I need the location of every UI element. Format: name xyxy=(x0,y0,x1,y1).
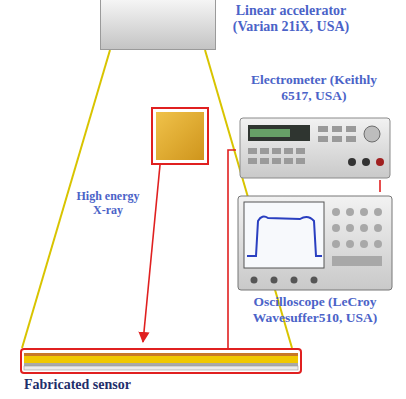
scope-waveform xyxy=(247,217,322,256)
device-label: Electrometer (Keithly 6517, USA) xyxy=(248,72,380,103)
device-label: Fabricated sensor xyxy=(24,377,284,393)
oscilloscope-device xyxy=(238,196,392,290)
base-layer xyxy=(24,363,298,366)
signal-wire xyxy=(379,180,381,192)
oscilloscope-unit: Oscilloscope (LeCroy Wavesuffer510, USA) xyxy=(232,192,398,344)
device-body xyxy=(240,118,390,178)
device-display xyxy=(248,125,310,141)
signal-wire xyxy=(228,150,236,348)
substrate-layer xyxy=(24,366,298,370)
device-knob xyxy=(364,126,380,142)
device-jack xyxy=(362,158,370,166)
display-reading xyxy=(250,129,290,137)
sensor-photo xyxy=(143,108,208,342)
device-label: Oscilloscope (LeCroy Wavesuffer510, USA) xyxy=(232,294,398,325)
sensor-layers xyxy=(24,353,298,370)
device-jack xyxy=(376,158,384,166)
beam-label: High energy X-ray xyxy=(70,190,146,218)
device-label: Linear accelerator (Varian 21iX, USA) xyxy=(225,3,357,35)
scope-buttons xyxy=(332,208,382,266)
photo-frame xyxy=(152,108,208,164)
scope-screen xyxy=(244,202,324,268)
linac-box: Linear accelerator (Varian 21iX, USA) xyxy=(100,0,216,50)
sensor-frame: Fabricated sensor xyxy=(20,348,302,374)
device-body xyxy=(238,196,392,290)
electrometer-unit: Electrometer (Keithly 6517, USA) xyxy=(236,72,392,180)
device-buttons xyxy=(248,126,356,164)
device-jack xyxy=(348,158,356,166)
sensing-layer xyxy=(24,356,298,363)
sensor-photo-image xyxy=(156,112,204,160)
electrode-layer xyxy=(24,353,298,356)
electrometer-device xyxy=(240,118,390,178)
scope-inputs xyxy=(251,277,318,284)
